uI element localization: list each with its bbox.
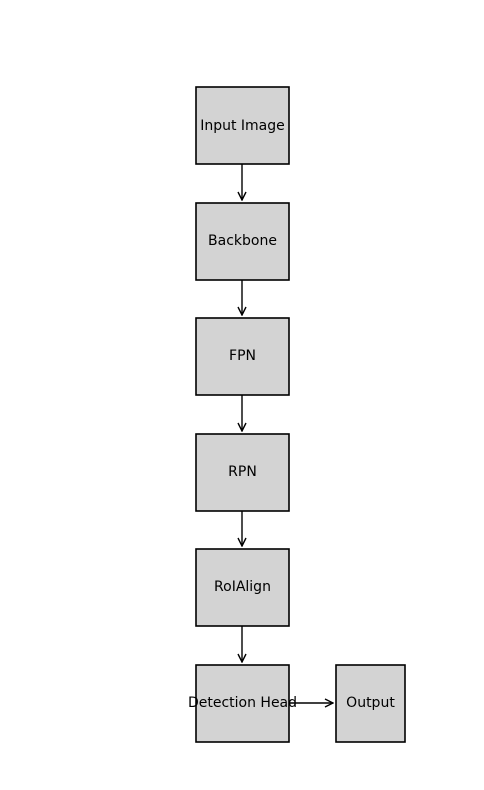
- node-box: [195, 548, 290, 627]
- node-box: [195, 86, 290, 165]
- node-backbone: Backbone: [195, 202, 290, 281]
- node-output: Output: [335, 664, 406, 743]
- node-label: RPN: [228, 464, 257, 480]
- node-label: Output: [346, 695, 395, 711]
- node-roialign: RoIAlign: [195, 548, 290, 627]
- node-box: [335, 664, 406, 743]
- node-box: [195, 433, 290, 512]
- node-box: [195, 202, 290, 281]
- node-box: [195, 317, 290, 396]
- node-label: FPN: [229, 348, 256, 364]
- node-rpn: RPN: [195, 433, 290, 512]
- node-label: Input Image: [200, 118, 285, 134]
- node-input-image: Input Image: [195, 86, 290, 165]
- edges: [242, 164, 333, 703]
- node-label: Backbone: [208, 233, 277, 249]
- node-box: [195, 664, 290, 743]
- node-label: RoIAlign: [214, 579, 271, 595]
- node-fpn: FPN: [195, 317, 290, 396]
- node-label: Detection Head: [188, 695, 297, 711]
- node-detection-head: Detection Head: [188, 664, 297, 743]
